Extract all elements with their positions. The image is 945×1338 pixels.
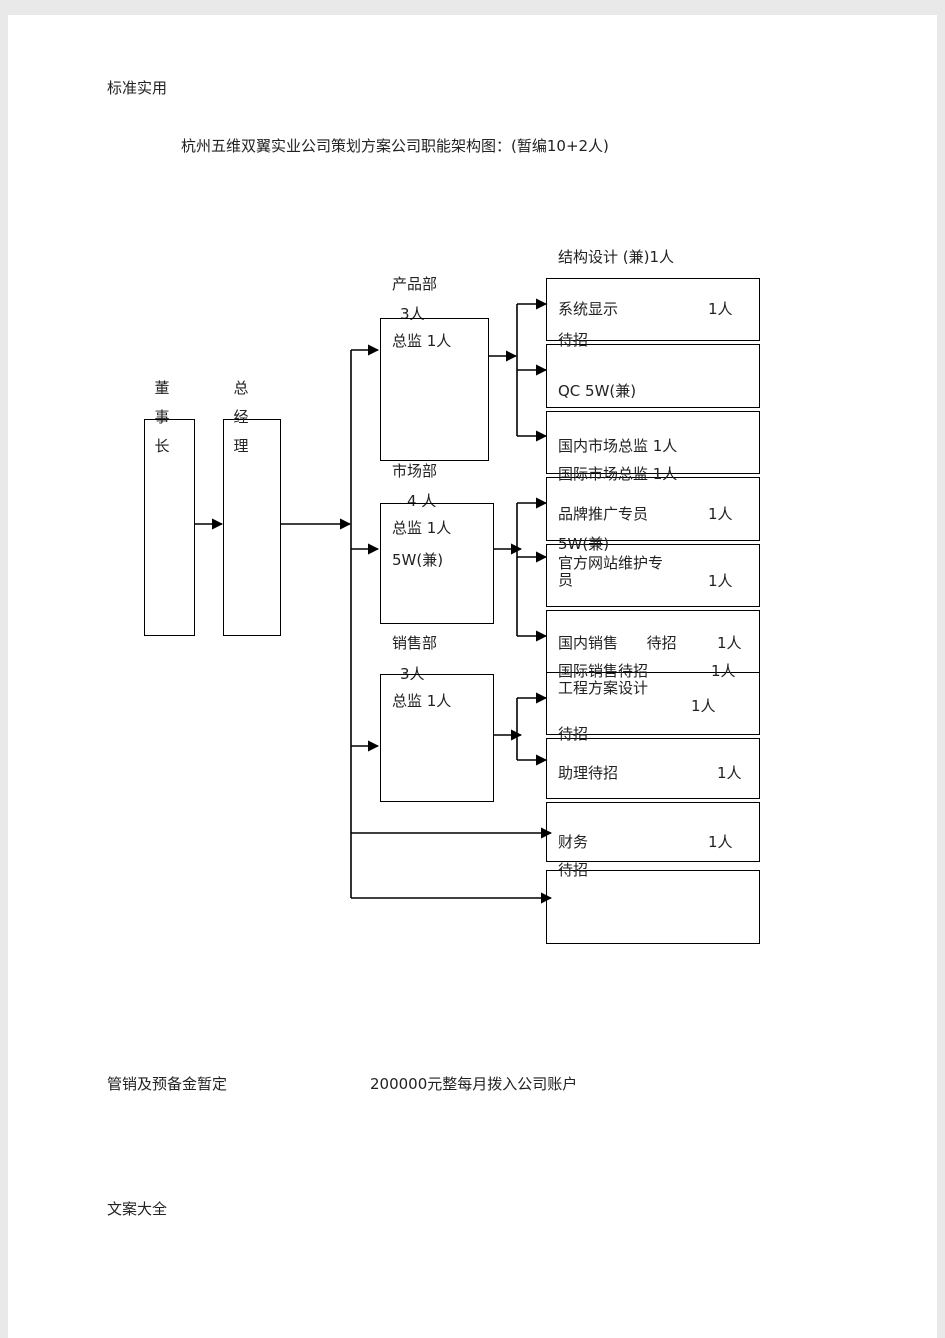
role-brand: 品牌推广专员	[558, 505, 649, 523]
chairman-label: 董事长	[154, 379, 170, 455]
market-dept-box	[380, 503, 494, 624]
market-dept-head: 总监 1人	[392, 519, 452, 537]
role-box-system	[546, 278, 760, 341]
role-intl-market: 国际市场总监 1人	[558, 465, 678, 483]
role-box-assistant	[546, 738, 760, 799]
role-box-brand	[546, 477, 760, 541]
sales-dept-box	[380, 674, 494, 802]
role-structure: 结构设计 (兼)1人	[558, 248, 675, 266]
sales-dept-head: 总监 1人	[392, 692, 452, 710]
chairman-box	[144, 419, 195, 636]
role-box-blank	[546, 870, 760, 944]
role-box-engineering	[546, 672, 760, 735]
role-domestic-sales: 国内销售 待招	[558, 634, 677, 652]
product-dept-name: 产品部	[392, 275, 438, 293]
page-title: 杭州五维双翼实业公司策划方案公司职能架构图：(暂编10+2人)	[181, 137, 609, 155]
page-header: 标准实用	[107, 79, 168, 97]
document-page	[8, 15, 937, 1338]
market-dept-extra: 5W(兼)	[392, 551, 444, 569]
market-dept-name: 市场部	[392, 462, 438, 480]
gm-box	[223, 419, 281, 636]
role-assistant-count: 1人	[717, 764, 742, 782]
role-system-display: 系统显示	[558, 300, 619, 318]
product-dept-box	[380, 318, 489, 461]
role-assistant: 助理待招	[558, 764, 619, 782]
role-intl-sales: 国际销售待招	[558, 662, 649, 680]
role-finance-count: 1人	[708, 833, 733, 851]
role-brand-note: 5W(兼)	[558, 535, 610, 553]
gm-label: 总经理	[233, 379, 249, 455]
role-intl-sales-count: 1人	[711, 662, 736, 680]
role-brand-count: 1人	[708, 505, 733, 523]
role-engineering: 工程方案设计	[558, 679, 649, 697]
role-engineering-status: 待招	[558, 725, 589, 743]
sales-dept-name: 销售部	[392, 634, 438, 652]
budget-value: 200000元整每月拨入公司账户	[370, 1075, 578, 1093]
role-domestic-market: 国内市场总监 1人	[558, 437, 678, 455]
role-system-display-status: 待招	[558, 331, 589, 349]
role-box-finance	[546, 802, 760, 862]
role-engineering-count: 1人	[691, 697, 716, 715]
role-system-display-count: 1人	[708, 300, 733, 318]
role-domestic-sales-count: 1人	[717, 634, 742, 652]
role-box-website	[546, 544, 760, 607]
role-website-count: 1人	[708, 572, 733, 590]
role-box-qc	[546, 344, 760, 408]
budget-label: 管销及预备金暂定	[107, 1075, 228, 1093]
market-dept-count: 4 人	[407, 492, 437, 510]
role-qc: QC 5W(兼)	[558, 382, 637, 400]
page-footer: 文案大全	[107, 1200, 168, 1218]
role-finance: 财务	[558, 833, 589, 851]
role-box-market-directors	[546, 411, 760, 474]
product-dept-head: 总监 1人	[392, 332, 452, 350]
role-website: 官方网站维护专员	[558, 554, 664, 589]
role-finance-status: 待招	[558, 861, 589, 879]
